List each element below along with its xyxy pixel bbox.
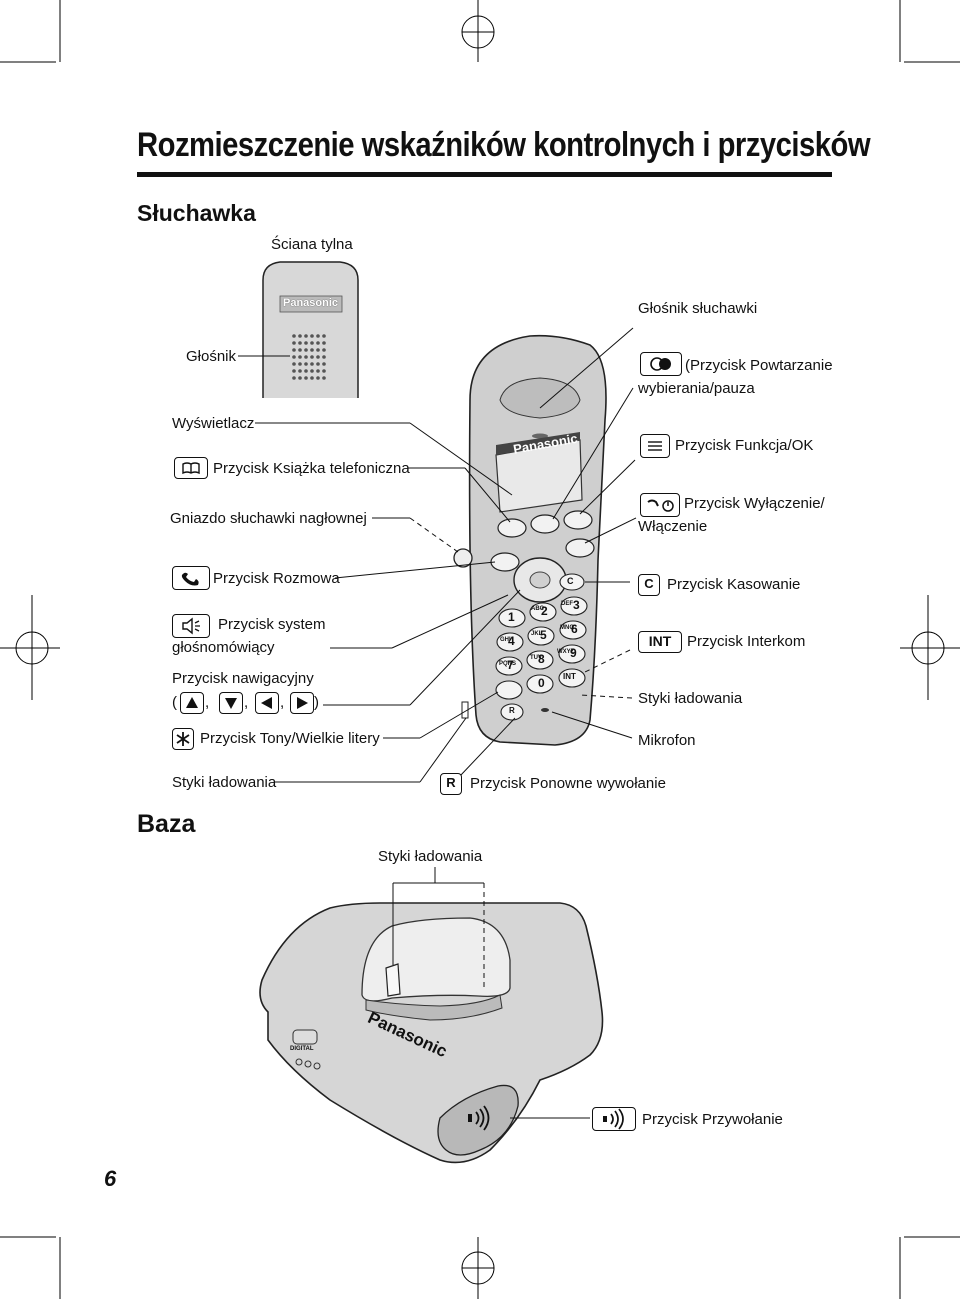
off-on-key-icon bbox=[640, 493, 680, 517]
tone-label: Przycisk Tony/Wielkie litery bbox=[200, 730, 380, 747]
back-wall-label: Ściana tylna bbox=[271, 236, 353, 253]
base-charge-contacts-label: Styki ładowania bbox=[378, 848, 483, 865]
handset-clear-key[interactable]: C bbox=[567, 576, 574, 586]
base-locator-icon bbox=[468, 1105, 490, 1131]
navigation-sep-1: , bbox=[205, 694, 210, 711]
speaker-label: Głośnik bbox=[186, 348, 237, 365]
locator-key-icon bbox=[592, 1107, 636, 1131]
page-number: 6 bbox=[104, 1166, 117, 1191]
clear-key-icon: C bbox=[638, 574, 660, 596]
back-brand-logo: Panasonic bbox=[283, 297, 339, 309]
key-letters-def: DEF bbox=[561, 601, 573, 607]
handset-callout-lines bbox=[238, 327, 637, 783]
headset-jack-label: Gniazdo słuchawki nagłownej bbox=[170, 510, 367, 527]
key-letters-jkl: JKL bbox=[531, 631, 543, 637]
key-5[interactable]: 5 bbox=[540, 628, 547, 642]
phonebook-label: Przycisk Książka telefoniczna bbox=[213, 460, 410, 477]
off-on-label-line1: Przycisk Wyłączenie/ bbox=[684, 495, 825, 512]
speakerphone-label-line1: Przycisk system bbox=[218, 616, 326, 633]
key-7[interactable]: 7 bbox=[507, 658, 514, 672]
key-2[interactable]: 2 bbox=[541, 604, 548, 618]
key-letters-pqrs: PQRS bbox=[499, 661, 517, 667]
key-4[interactable]: 4 bbox=[508, 634, 515, 648]
key-8[interactable]: 8 bbox=[538, 652, 545, 666]
redial-label-line1: (Przycisk Powtarzanie bbox=[685, 357, 833, 374]
clear-label: Przycisk Kasowanie bbox=[667, 576, 801, 593]
navigation-label: Przycisk nawigacyjny bbox=[172, 670, 314, 687]
redial-key-icon bbox=[640, 352, 682, 376]
handset-intercom-key[interactable]: INT bbox=[563, 672, 576, 681]
microphone-label: Mikrofon bbox=[638, 732, 696, 749]
redial-label-line2: wybierania/pauza bbox=[638, 380, 755, 397]
base-illustration bbox=[259, 902, 604, 1164]
display-label: Wyświetlacz bbox=[172, 415, 255, 432]
function-key-icon bbox=[640, 434, 670, 458]
intercom-label: Przycisk Interkom bbox=[687, 633, 806, 650]
key-6[interactable]: 6 bbox=[571, 622, 578, 636]
speakerphone-label-line2: głośnomówiący bbox=[172, 639, 275, 656]
title-rule bbox=[137, 172, 832, 177]
key-letters-ghi: GHI bbox=[500, 637, 511, 643]
tone-key-icon bbox=[172, 728, 194, 750]
charge-contacts-left-label: Styki ładowania bbox=[172, 774, 277, 791]
locator-label: Przycisk Przywołanie bbox=[642, 1111, 783, 1128]
receiver-label: Głośnik słuchawki bbox=[638, 300, 758, 317]
navigation-paren-open: ( bbox=[172, 694, 177, 711]
off-on-label-line2: Włączenie bbox=[638, 518, 708, 535]
talk-label: Przycisk Rozmowa bbox=[213, 570, 340, 587]
navigation-paren-close: ) bbox=[314, 694, 319, 711]
key-letters-mno: MNO bbox=[560, 625, 574, 631]
base-callout-lines bbox=[392, 867, 590, 1119]
recall-label: Przycisk Ponowne wywołanie bbox=[470, 775, 666, 792]
intercom-key-icon: INT bbox=[638, 631, 682, 653]
nav-down-icon bbox=[219, 692, 243, 714]
key-letters-tuv: TUV bbox=[530, 655, 542, 661]
handset-heading: Słuchawka bbox=[137, 200, 256, 226]
key-letters-wxyz: WXYZ bbox=[557, 649, 575, 655]
handset-back-illustration bbox=[262, 261, 359, 398]
base-digital-label: DIGITAL bbox=[290, 1046, 314, 1052]
recall-key-icon: R bbox=[440, 773, 462, 795]
nav-right-icon bbox=[290, 692, 314, 714]
navigation-sep-2: , bbox=[244, 694, 249, 711]
function-label: Przycisk Funkcja/OK bbox=[675, 437, 814, 454]
talk-key-icon bbox=[172, 566, 210, 590]
nav-up-icon bbox=[180, 692, 204, 714]
key-9[interactable]: 9 bbox=[570, 646, 577, 660]
page-title: Rozmieszczenie wskaźników kontrolnych i … bbox=[137, 126, 871, 164]
speakerphone-key-icon bbox=[172, 614, 210, 638]
key-3[interactable]: 3 bbox=[573, 598, 580, 612]
phonebook-key-icon bbox=[174, 457, 208, 479]
handset-recall-key[interactable]: R bbox=[509, 706, 515, 715]
nav-left-icon bbox=[255, 692, 279, 714]
key-letters-abc: ABC bbox=[531, 606, 544, 612]
base-heading: Baza bbox=[137, 810, 196, 838]
key-1[interactable]: 1 bbox=[508, 610, 515, 624]
key-0[interactable]: 0 bbox=[538, 676, 545, 690]
handset-front-illustration bbox=[453, 334, 607, 746]
charge-contacts-right-label: Styki ładowania bbox=[638, 690, 743, 707]
navigation-sep-3: , bbox=[280, 694, 285, 711]
